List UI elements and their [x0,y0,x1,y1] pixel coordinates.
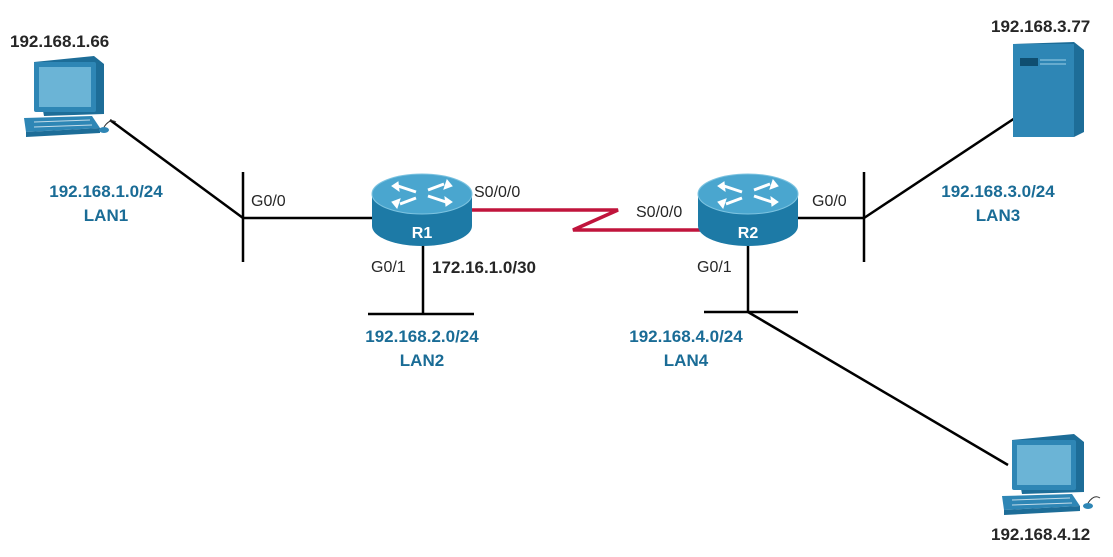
lan2-network-label: 192.168.2.0/24 [365,327,479,346]
serial-network-label: 172.16.1.0/30 [432,258,536,277]
lan1-name-label: LAN1 [83,206,129,225]
pc2-cable [747,310,1009,467]
serial-link [470,208,700,232]
r2-s000-port-label: S0/0/0 [636,204,683,221]
lan4-network-label: 192.168.4.0/24 [629,327,743,346]
server-cable [863,116,1016,220]
r1-g01-port-label: G0/1 [371,259,406,276]
lan3-network-label: 192.168.3.0/24 [941,182,1055,201]
router-r1-label: R1 [412,225,433,242]
router-r2-label: R2 [738,225,759,242]
router-r1-icon: R1 [371,173,473,246]
r1-s000-port-label: S0/0/0 [474,184,521,201]
lan3-name-label: LAN3 [975,206,1021,225]
r2-g01-port-label: G0/1 [697,259,732,276]
r2-g00-port-label: G0/0 [812,193,847,210]
router-r2-icon: R2 [697,173,799,246]
lan2-name-label: LAN2 [399,351,445,370]
pc2-icon [1002,434,1101,515]
pc2-ip-label: 192.168.4.12 [991,525,1091,544]
server-ip-label: 192.168.3.77 [991,17,1091,36]
pc1-ip-label: 192.168.1.66 [10,32,110,51]
lan4-name-label: LAN4 [663,351,709,370]
server-icon [1013,42,1084,137]
lan1-network-label: 192.168.1.0/24 [49,182,163,201]
pc1-cable [109,118,244,220]
r1-g00-port-label: G0/0 [251,193,286,210]
pc1-icon [24,56,117,137]
